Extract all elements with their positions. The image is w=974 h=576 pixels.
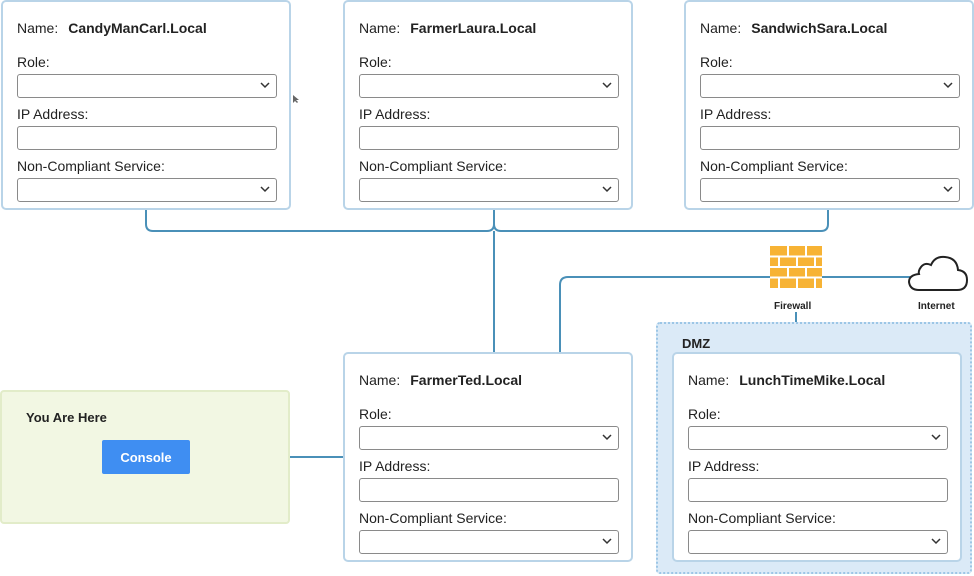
chevron-down-icon [602,186,612,193]
ip-address-label: IP Address: [359,458,431,474]
host-name: FarmerTed.Local [410,372,523,388]
host-card-sandwichsara: Name: SandwichSara.Local Role: IP Address… [684,0,974,210]
host-name-row: Name: CandyManCarl.Local [17,20,207,36]
host-card-farmerted: Name: FarmerTed.Local Role: IP Address: N… [343,352,633,562]
host-name-row: Name: LunchTimeMike.Local [688,372,885,388]
chevron-down-icon [260,186,270,193]
non-compliant-service-select[interactable] [359,178,619,202]
host-name: CandyManCarl.Local [68,20,207,36]
non-compliant-service-label: Non-Compliant Service: [359,158,507,174]
host-name-row: Name: SandwichSara.Local [700,20,887,36]
console-button[interactable]: Console [102,440,190,474]
firewall-icon[interactable] [770,246,822,288]
host-name-row: Name: FarmerLaura.Local [359,20,536,36]
host-name: FarmerLaura.Local [410,20,537,36]
dmz-label: DMZ [682,336,711,351]
you-are-here-label: You Are Here [26,410,107,425]
chevron-down-icon [931,434,941,441]
non-compliant-service-label: Non-Compliant Service: [17,158,165,174]
role-select[interactable] [359,426,619,450]
cursor-icon [293,95,299,103]
name-label: Name: [17,20,59,36]
chevron-down-icon [943,82,953,89]
host-name-row: Name: FarmerTed.Local [359,372,522,388]
chevron-down-icon [931,538,941,545]
ip-address-label: IP Address: [688,458,760,474]
non-compliant-service-select[interactable] [359,530,619,554]
role-label: Role: [17,54,50,70]
host-card-farmerlaura: Name: FarmerLaura.Local Role: IP Address:… [343,0,633,210]
role-select[interactable] [700,74,960,98]
role-label: Role: [359,54,392,70]
role-select[interactable] [359,74,619,98]
role-label: Role: [359,406,392,422]
internet-label: Internet [918,301,955,312]
name-label: Name: [700,20,742,36]
non-compliant-service-select[interactable] [17,178,277,202]
ip-address-label: IP Address: [17,106,89,122]
non-compliant-service-select[interactable] [688,530,948,554]
firewall-label: Firewall [774,301,812,312]
chevron-down-icon [260,82,270,89]
ip-address-label: IP Address: [359,106,431,122]
name-label: Name: [359,372,401,388]
non-compliant-service-label: Non-Compliant Service: [700,158,848,174]
ip-address-input[interactable] [688,478,948,502]
host-name: LunchTimeMike.Local [739,372,886,388]
ip-address-label: IP Address: [700,106,772,122]
name-label: Name: [359,20,401,36]
chevron-down-icon [602,434,612,441]
cloud-icon [907,255,969,291]
host-name: SandwichSara.Local [751,20,888,36]
host-card-candymancarl: Name: CandyManCarl.Local Role: IP Address… [1,0,291,210]
host-card-lunchtimemike: Name: LunchTimeMike.Local Role: IP Addres… [672,352,962,562]
ip-address-input[interactable] [359,478,619,502]
name-label: Name: [688,372,730,388]
role-select[interactable] [688,426,948,450]
chevron-down-icon [602,82,612,89]
role-label: Role: [688,406,721,422]
ip-address-input[interactable] [700,126,960,150]
chevron-down-icon [602,538,612,545]
console-panel: You Are Here Console [0,390,290,524]
non-compliant-service-select[interactable] [700,178,960,202]
chevron-down-icon [943,186,953,193]
non-compliant-service-label: Non-Compliant Service: [688,510,836,526]
ip-address-input[interactable] [17,126,277,150]
role-label: Role: [700,54,733,70]
ip-address-input[interactable] [359,126,619,150]
non-compliant-service-label: Non-Compliant Service: [359,510,507,526]
role-select[interactable] [17,74,277,98]
